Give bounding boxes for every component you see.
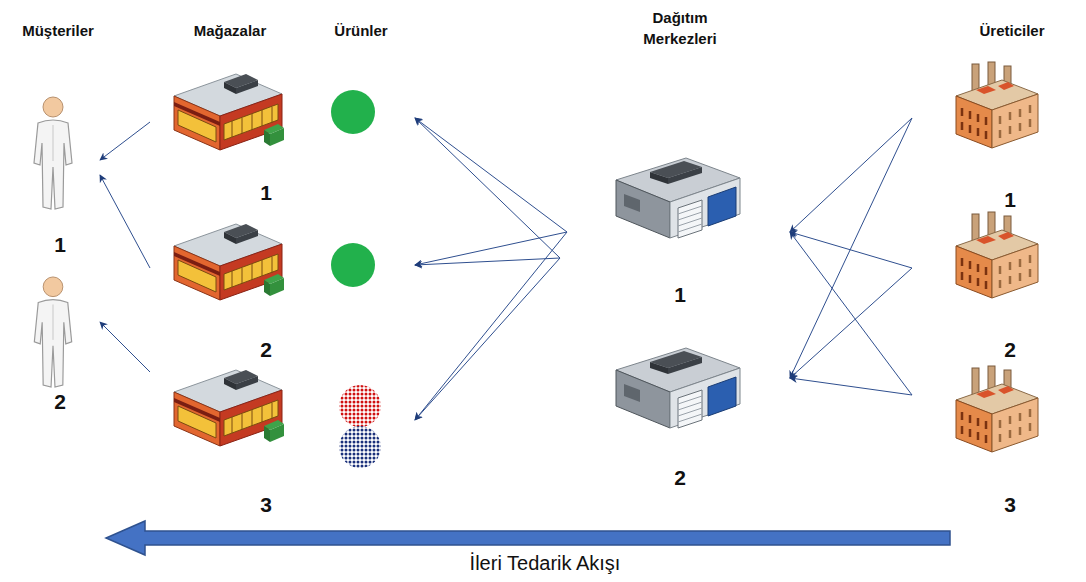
flow-arrow xyxy=(100,122,150,160)
flow-arrow xyxy=(790,232,912,395)
callout-number: 1 xyxy=(260,181,272,205)
flow-arrow xyxy=(100,322,150,372)
distribution-center-node: 2 xyxy=(605,335,790,493)
producer-node: 3 xyxy=(912,360,1050,519)
column-heading: Ürünler xyxy=(334,20,387,41)
flow-arrow xyxy=(790,118,912,232)
callout-number: 3 xyxy=(260,493,272,517)
callout-number: 1 xyxy=(674,283,686,307)
callout-number: 2 xyxy=(54,390,66,414)
callout-number: 1 xyxy=(54,233,66,257)
customer-node: 1 xyxy=(20,92,100,260)
flow-arrow xyxy=(790,378,912,395)
column-heading: Müşteriler xyxy=(22,20,94,41)
store-node: 3 xyxy=(150,362,290,519)
flow-label: İleri Tedarik Akışı xyxy=(470,549,621,577)
column-heading: Mağazalar xyxy=(194,20,267,41)
store-node: 2 xyxy=(150,210,290,364)
flow-arrow xyxy=(790,268,912,378)
customer-node: 2 xyxy=(20,270,100,416)
flow-arrow xyxy=(790,118,912,378)
column-heading: Üreticiler xyxy=(979,20,1044,41)
column-heading: Dağıtım Merkezleri xyxy=(632,7,728,49)
flow-arrow xyxy=(100,175,150,268)
producer-node: 1 xyxy=(912,55,1050,214)
flow-arrow xyxy=(790,232,912,268)
callout-number: 2 xyxy=(260,338,272,362)
callout-number: 3 xyxy=(1004,493,1016,517)
callout-number: 1 xyxy=(1004,188,1016,212)
producer-node: 2 xyxy=(912,205,1050,364)
distribution-center-node: 1 xyxy=(605,145,790,310)
callout-number: 2 xyxy=(1004,338,1016,362)
store-node: 1 xyxy=(150,60,290,207)
callout-number: 2 xyxy=(674,466,686,490)
